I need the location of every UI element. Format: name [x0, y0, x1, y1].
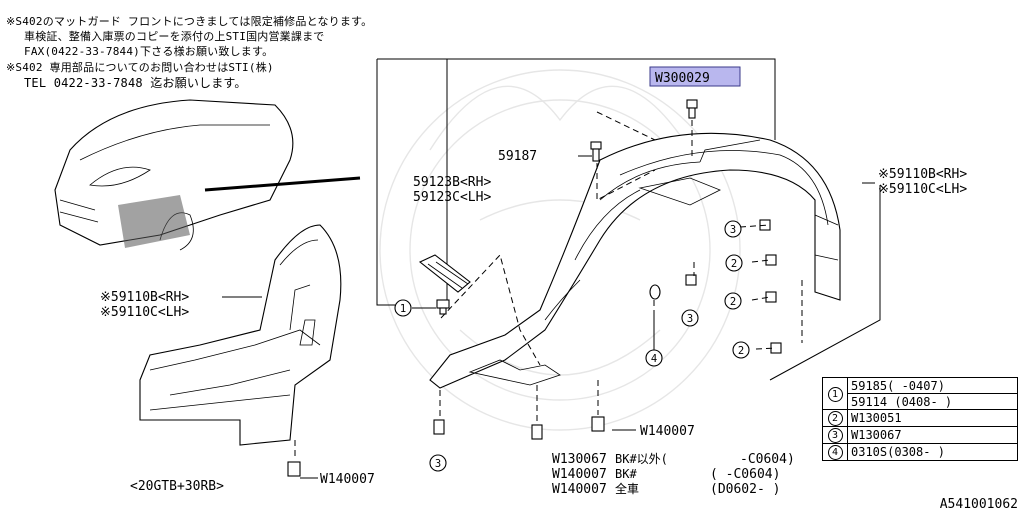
- clip-w300029: [686, 99, 698, 119]
- legend-row: 1 59185( -0407): [822, 377, 1018, 410]
- figure-id: A541001062: [940, 497, 1018, 512]
- leader-lines: [222, 155, 875, 479]
- screw-59187: [590, 141, 602, 162]
- label-59123b: 59123B<RH>: [413, 175, 491, 190]
- callout-2b: 2: [730, 296, 736, 308]
- bottom-line-1-range: -C0604): [740, 452, 795, 467]
- mat-guard-highlight: [118, 195, 190, 248]
- legend-value: W130051: [847, 409, 1018, 427]
- highlight-box: [649, 66, 741, 87]
- label-w300029: W300029: [655, 71, 710, 86]
- label-w140007-left: W140007: [320, 472, 375, 487]
- clip-2b: [765, 291, 777, 303]
- bottom-line-3-note: 全車: [615, 481, 639, 496]
- legend-value: 59185( -0407): [847, 377, 1018, 394]
- bottom-line-2-range: ( -C0604): [710, 467, 780, 482]
- assembly-frame: [376, 58, 881, 381]
- note-line-5: TEL 0422-33-7848 迄お願いします。: [24, 76, 247, 90]
- callout-3a: 3: [730, 224, 736, 236]
- legend-row: 59114 (0408- ): [823, 393, 1018, 410]
- callout-3c: 3: [435, 458, 441, 470]
- bottom-line-2-part: W140007: [552, 467, 607, 482]
- label-59187: 59187: [498, 149, 537, 164]
- bottom-line-3-range: (D0602- ): [710, 482, 780, 497]
- clip-w140007-left: [287, 461, 301, 477]
- label-bottom-code: <20GTB+30RB>: [130, 479, 224, 494]
- label-right-59110b: ※59110B<RH>: [878, 167, 967, 182]
- clip-callout-1: [436, 299, 450, 315]
- note-line-4: ※S402 専用部品についてのお問い合わせはSTI(株): [6, 61, 274, 74]
- legend-row: 4 0310S(0308- ): [822, 443, 1018, 461]
- bottom-line-3-part: W140007: [552, 482, 607, 497]
- callout-1: 1: [400, 303, 406, 315]
- label-right-59110c: ※59110C<LH>: [878, 182, 967, 197]
- bottom-line-2-note: BK#: [615, 467, 637, 481]
- bottom-line-1-note: BK#以外(: [615, 452, 668, 466]
- fender-liner-assembly-left: [139, 224, 342, 446]
- note-line-3: FAX(0422-33-7844)下さる様お願い致します。: [24, 45, 274, 58]
- legend-key-4: 4: [822, 443, 848, 461]
- legend-key-1: 1: [822, 377, 848, 410]
- legend-key-2: 2: [822, 409, 848, 427]
- label-left-59110c: ※59110C<LH>: [100, 305, 189, 320]
- note-line-1: ※S402のマットガード フロントにつきましては限定補修品となります。: [6, 15, 373, 28]
- legend-value: W130067: [847, 426, 1018, 444]
- legend-table: 1 59185( -0407) 59114 (0408- ) 2 W130051…: [822, 377, 1018, 461]
- car-illustration: [54, 99, 361, 251]
- bottom-line-1-part: W130067: [552, 452, 607, 467]
- bracket-59123: [418, 254, 471, 293]
- legend-value: 0310S(0308- ): [847, 443, 1018, 461]
- legend-row: 3 W130067: [822, 426, 1018, 444]
- callout-3b: 3: [687, 313, 693, 325]
- callouts: 1 3 2 2 2 3 4 3: [394, 220, 750, 472]
- legend-key-3: 3: [822, 426, 848, 444]
- note-line-2: 車検証、整備入庫票のコピーを添付の上STI国内営業課まで: [24, 30, 325, 43]
- legend-value: 59114 (0408- ): [847, 393, 1018, 410]
- callout-4: 4: [651, 353, 657, 365]
- callout-2c: 2: [738, 345, 744, 357]
- fender-liner-assembly-right: [429, 132, 841, 389]
- label-59123c: 59123C<LH>: [413, 190, 491, 205]
- clip-w130067: [531, 424, 543, 440]
- label-w140007-right: W140007: [640, 424, 695, 439]
- clip-3c: [433, 419, 445, 435]
- clip-3b: [685, 274, 697, 286]
- washer-4: [649, 284, 661, 300]
- fasteners: [287, 99, 782, 477]
- clip-w140007-right: [591, 416, 605, 432]
- legend-row: 2 W130051: [822, 409, 1018, 427]
- callout-2a: 2: [731, 258, 737, 270]
- label-left-59110b: ※59110B<RH>: [100, 290, 189, 305]
